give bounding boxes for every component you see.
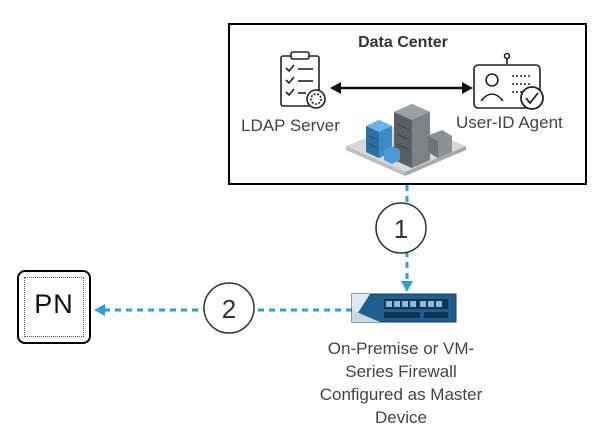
- step-2-marker: 2: [203, 282, 255, 334]
- ldap-server-label: LDAP Server: [241, 116, 340, 135]
- firewall-label-line-2: Series Firewall: [345, 362, 457, 381]
- firewall-appliance-icon: [351, 293, 457, 323]
- firewall-label-line-1: On-Premise or VM-: [327, 339, 475, 358]
- ldap-userid-link-arrow: [330, 82, 473, 94]
- step-2-label: 2: [222, 294, 236, 324]
- ldap-checklist-icon: [280, 51, 326, 109]
- firewall-label: On-Premise or VM- Series Firewall Config…: [304, 337, 498, 429]
- userid-agent-badge-icon: [473, 52, 544, 110]
- pn-device-label: PN: [34, 289, 74, 319]
- firewall-label-line-4: Device: [375, 408, 427, 427]
- step-1-label: 1: [394, 214, 408, 244]
- firewall-label-line-3: Configured as Master: [319, 385, 483, 404]
- userid-agent-label: User-ID Agent: [456, 113, 563, 132]
- step-1-marker: 1: [375, 202, 427, 254]
- pn-device: PN: [17, 270, 91, 344]
- data-center-title: Data Center: [358, 34, 448, 51]
- pn-device-inner-border: [24, 277, 84, 337]
- data-center-buildings-icon: [346, 104, 466, 176]
